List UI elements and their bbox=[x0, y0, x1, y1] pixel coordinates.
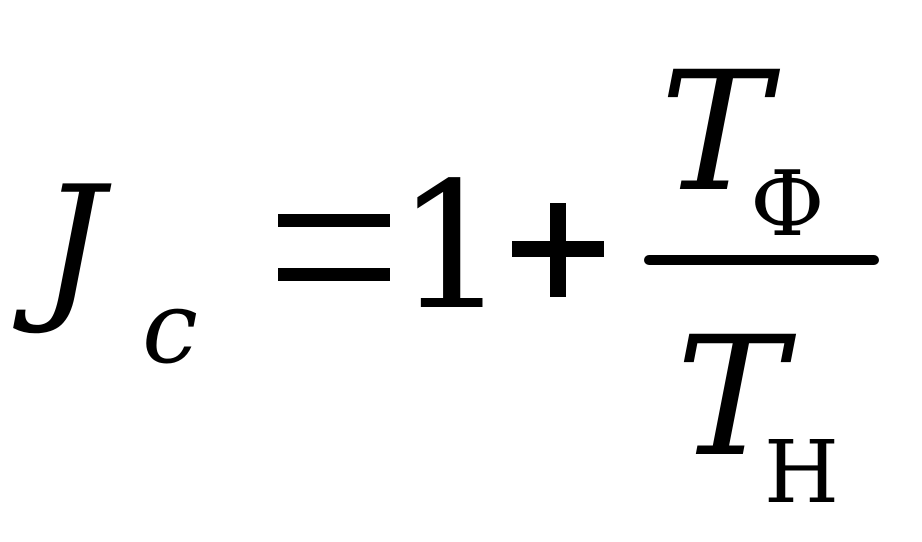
equals-sign-top-bar bbox=[278, 214, 390, 227]
lhs-symbol-j: J bbox=[40, 151, 105, 338]
plus-sign-vertical bbox=[550, 203, 566, 297]
equals-sign-bottom-bar bbox=[278, 268, 390, 281]
fraction-bar bbox=[644, 255, 879, 265]
numerator-symbol-t: T bbox=[660, 36, 771, 228]
denominator-symbol-t: T bbox=[676, 301, 787, 493]
numerator-subscript-phi: Ф bbox=[750, 152, 825, 257]
lhs-subscript-c: c bbox=[142, 269, 199, 386]
denominator-subscript-n: Н bbox=[764, 423, 839, 523]
number-one: 1 bbox=[396, 146, 508, 349]
